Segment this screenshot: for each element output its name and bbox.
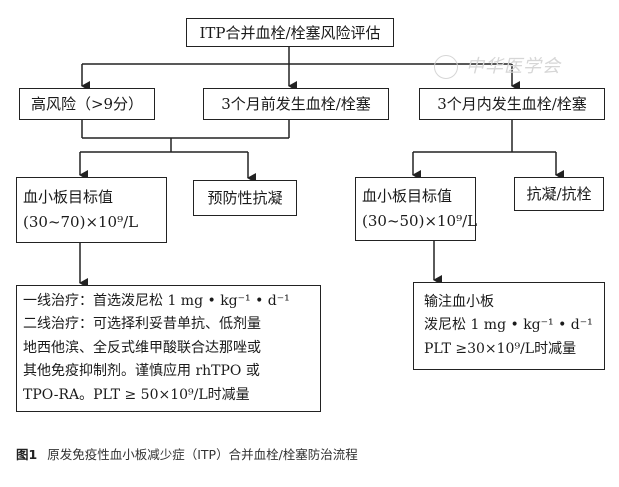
node-before-3-months: 3个月前发生血栓/栓塞	[203, 88, 389, 120]
treatment-left-line-3: 地西他滨、全反式维甲酸联合达那唑或	[23, 339, 261, 356]
treatment-left-line-5: TPO-RA。PLT ≥ 50×10⁹/L时减量	[23, 386, 250, 403]
plt-target-right-line-1: 血小板目标值	[362, 187, 453, 205]
watermark: 中华医学会	[434, 52, 561, 79]
treatment-left-line-4: 其他免疫抑制剂。谨慎应用 rhTPO 或	[23, 363, 260, 380]
plt-target-left-line-2: (30~70)×10⁹/L	[23, 213, 139, 231]
watermark-text: 中华医学会	[466, 56, 561, 77]
treatment-right-line-3: PLT ≥30×10⁹/L时减量	[424, 340, 577, 357]
figure-caption-text: 原发免疫性血小板减少症（ITP）合并血栓/栓塞防治流程	[47, 447, 358, 462]
node-anticoagulation-label: 抗凝/抗栓	[526, 185, 592, 203]
node-treatment-right: 输注血小板 泼尼松 1 mg • kg⁻¹ • d⁻¹ PLT ≥30×10⁹/…	[413, 282, 605, 370]
node-root-label: ITP合并血栓/栓塞风险评估	[199, 23, 381, 42]
node-treatment-left: 一线治疗：首选泼尼松 1 mg • kg⁻¹ • d⁻¹ 二线治疗：可选择利妥昔…	[16, 285, 321, 412]
node-prophylaxis-label: 预防性抗凝	[207, 189, 283, 207]
plt-target-left-line-1: 血小板目标值	[23, 188, 114, 206]
plt-target-right-line-2: (30~50)×10⁹/L	[362, 212, 478, 230]
figure-caption: 图1 原发免疫性血小板减少症（ITP）合并血栓/栓塞防治流程	[16, 444, 358, 463]
treatment-left-line-2: 二线治疗：可选择利妥昔单抗、低剂量	[23, 316, 261, 333]
node-high-risk: 高风险（>9分）	[19, 88, 155, 120]
node-within-3-months: 3个月内发生血栓/栓塞	[419, 88, 605, 120]
node-anticoagulation: 抗凝/抗栓	[514, 177, 604, 211]
node-within-3-months-label: 3个月内发生血栓/栓塞	[437, 95, 587, 113]
figure-label: 图1	[16, 447, 38, 462]
node-prophylaxis: 预防性抗凝	[193, 180, 297, 216]
node-plt-target-left: 血小板目标值 (30~70)×10⁹/L	[16, 177, 167, 243]
node-high-risk-label: 高风险（>9分）	[30, 95, 144, 113]
seal-icon	[434, 55, 458, 79]
treatment-right-line-2: 泼尼松 1 mg • kg⁻¹ • d⁻¹	[424, 317, 593, 334]
treatment-left-line-1: 一线治疗：首选泼尼松 1 mg • kg⁻¹ • d⁻¹	[23, 292, 290, 309]
node-root: ITP合并血栓/栓塞风险评估	[186, 18, 394, 47]
node-plt-target-right: 血小板目标值 (30~50)×10⁹/L	[355, 177, 478, 241]
node-before-3-months-label: 3个月前发生血栓/栓塞	[221, 95, 371, 113]
treatment-right-line-1: 输注血小板	[424, 293, 494, 310]
